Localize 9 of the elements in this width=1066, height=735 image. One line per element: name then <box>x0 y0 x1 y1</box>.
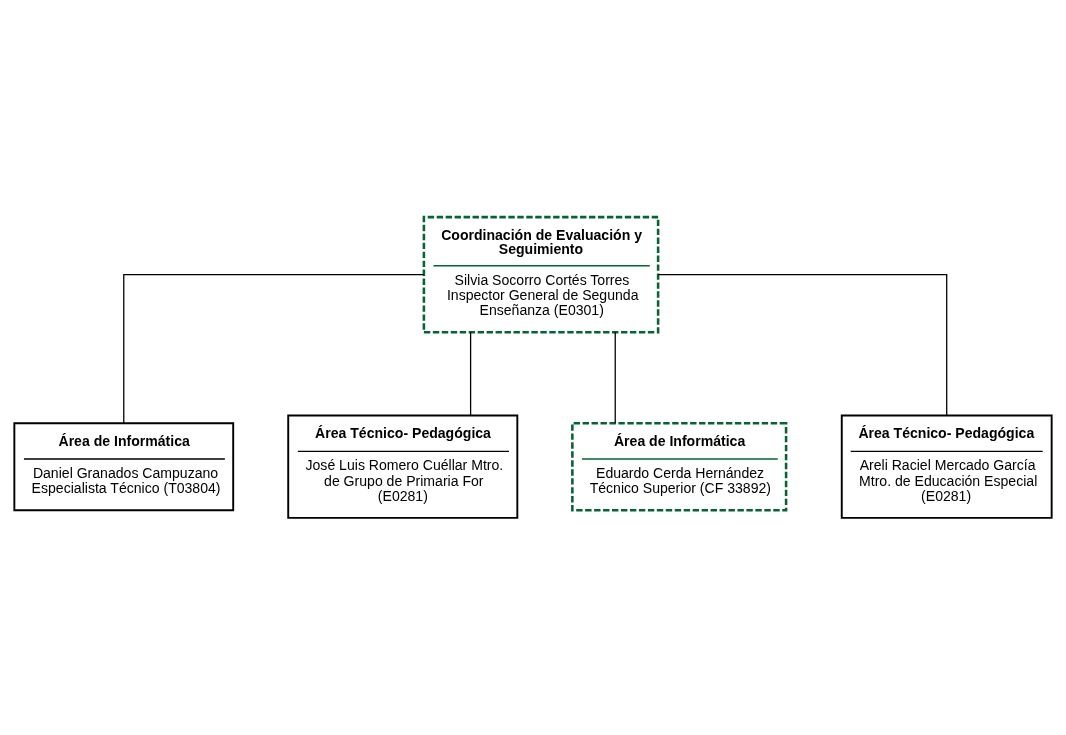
node-box: Área de Informática Daniel Granados Campuzano Especialista Técnico (T03804) <box>13 422 235 512</box>
connector <box>614 331 616 424</box>
connector <box>123 274 425 424</box>
node-box: Área de Informática Eduardo Cerda Hernández Técnico Superior (CF 33892) <box>571 421 788 512</box>
connector <box>469 331 472 416</box>
node-box: Coordinación de Evaluación y Seguimiento Silvia Socorro Cortés Torres Inspector General de Segunda Enseñanza (E0301) <box>422 215 660 334</box>
node-box: Área Técnico- Pedagógica José Luis Romero Cuéllar Mtro. de Grupo de Primaria For (E0281) <box>287 414 519 519</box>
node-box: Área Técnico- Pedagógica Areli Raciel Mercado García Mtro. de Educación Especial (E0281) <box>840 414 1053 519</box>
connector <box>657 274 948 416</box>
